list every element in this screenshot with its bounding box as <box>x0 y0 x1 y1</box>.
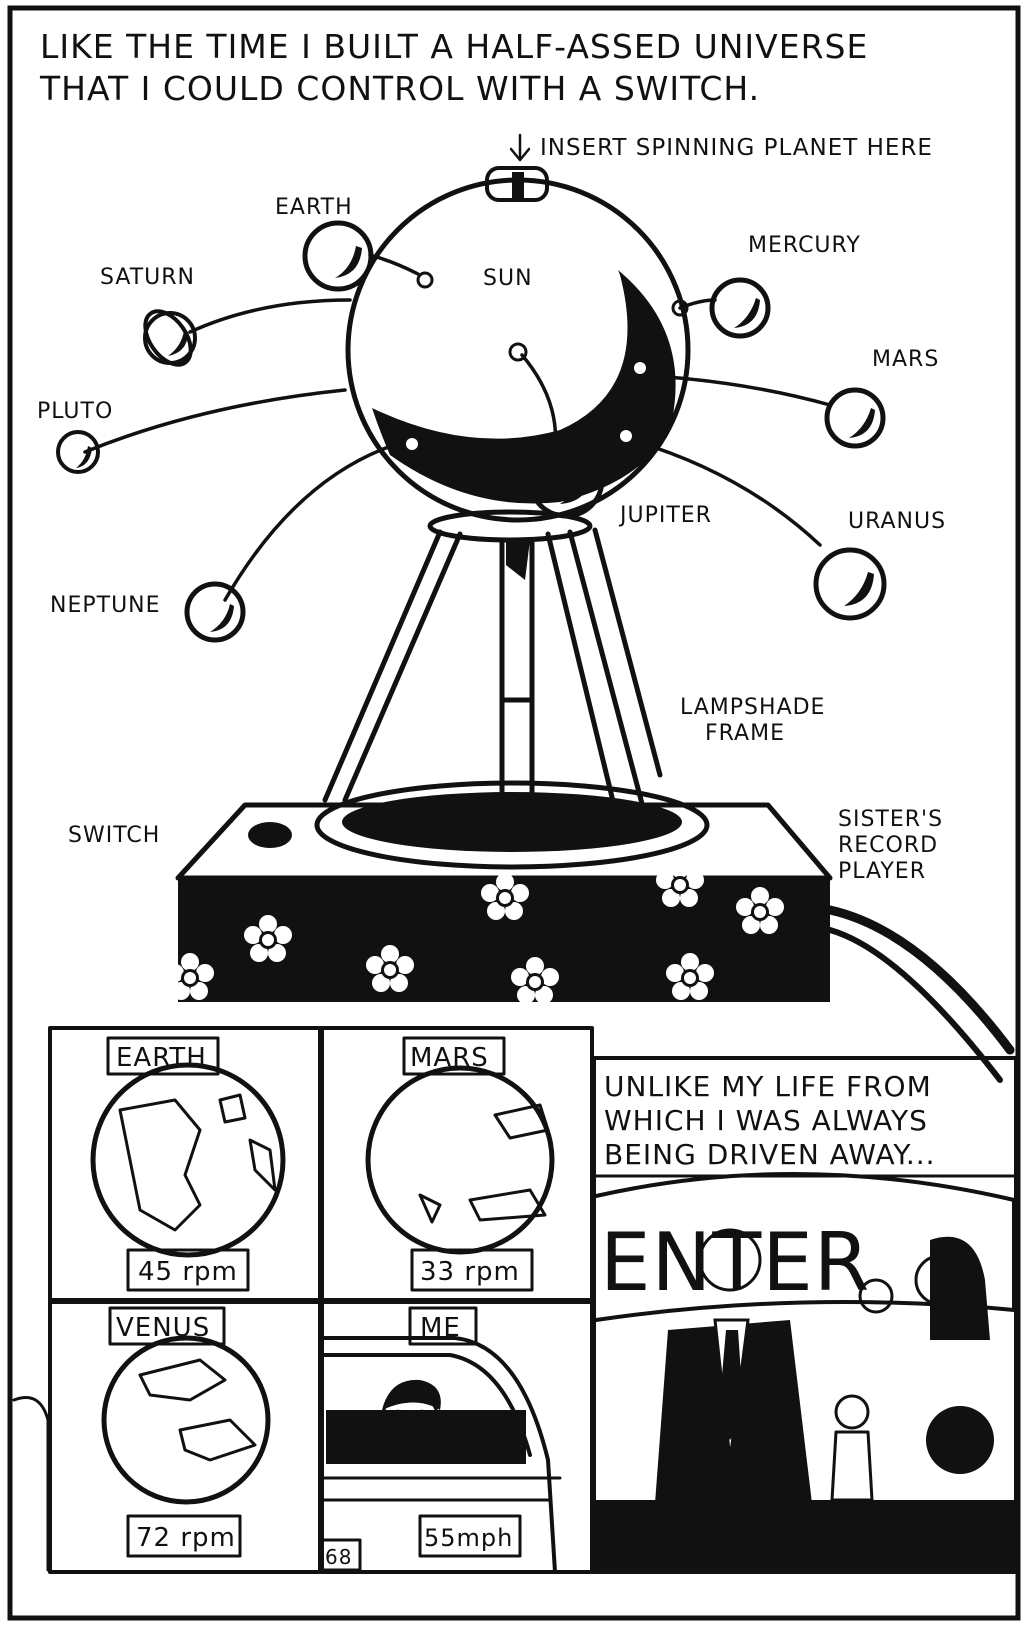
label-pluto: PLUTO <box>37 399 113 424</box>
globe-mars <box>365 1065 555 1255</box>
switch-knob <box>248 822 292 848</box>
planet-mars-small <box>824 387 886 449</box>
label-lampshade-line2: FRAME <box>705 721 785 746</box>
grid-earth-speed: 45 rpm <box>138 1257 238 1287</box>
record-player <box>166 697 1015 1083</box>
planet-pluto <box>56 430 100 474</box>
planet-saturn <box>143 309 197 367</box>
label-lampshade-line1: LAMPSHADE <box>680 695 825 720</box>
caption-top-line2: THAT I COULD CONTROL WITH A SWITCH. <box>39 69 760 108</box>
grid-me-speed: 55mph <box>424 1524 513 1552</box>
label-record-line2: RECORD <box>838 833 938 858</box>
rosette-icon <box>858 1278 894 1314</box>
caption-right-line2: WHICH I WAS ALWAYS <box>604 1104 928 1137</box>
label-switch: SWITCH <box>68 823 160 848</box>
globe-earth <box>90 1062 286 1258</box>
grid-panel-me: 68 ME 55mph <box>320 1300 594 1574</box>
label-saturn: SATURN <box>100 265 195 290</box>
label-mercury: MERCURY <box>748 233 861 258</box>
label-jupiter: JUPITER <box>618 503 712 528</box>
grid-venus-speed: 72 rpm <box>136 1523 236 1553</box>
sun-globe <box>345 166 691 523</box>
right-panel: UNLIKE MY LIFE FROM WHICH I WAS ALWAYS B… <box>592 1056 1018 1574</box>
left-edge-figure <box>12 1396 50 1572</box>
top-panel: LIKE THE TIME I BUILT A HALF-ASSED UNIVE… <box>37 27 1015 1083</box>
car-plate: 68 <box>325 1545 352 1569</box>
banner <box>594 1171 1016 1322</box>
label-neptune: NEPTUNE <box>50 593 161 618</box>
insert-arrow-icon <box>509 133 531 162</box>
caption-top-line1: LIKE THE TIME I BUILT A HALF-ASSED UNIVE… <box>40 27 868 66</box>
planet-earth-small <box>302 220 374 292</box>
planet-mercury <box>709 277 771 339</box>
label-mars: MARS <box>872 347 939 372</box>
caption-right-line3: BEING DRIVEN AWAY... <box>604 1138 936 1171</box>
grid-mars-speed: 33 rpm <box>420 1257 520 1287</box>
woman <box>914 1236 994 1474</box>
planet-uranus <box>813 547 887 621</box>
label-earth: EARTH <box>275 195 353 220</box>
grid-me-title: ME <box>420 1313 461 1343</box>
ship-wheel-icon <box>926 1406 994 1474</box>
label-uranus: URANUS <box>848 509 946 534</box>
insert-note-label: INSERT SPINNING PLANET HERE <box>540 135 933 161</box>
caption-right-line1: UNLIKE MY LIFE FROM <box>604 1070 932 1103</box>
label-sun: SUN <box>483 266 533 291</box>
planet-neptune <box>184 581 246 643</box>
globe-venus <box>101 1335 271 1505</box>
label-record-line3: PLAYER <box>838 859 926 884</box>
label-record-line1: SISTER'S <box>838 807 943 832</box>
